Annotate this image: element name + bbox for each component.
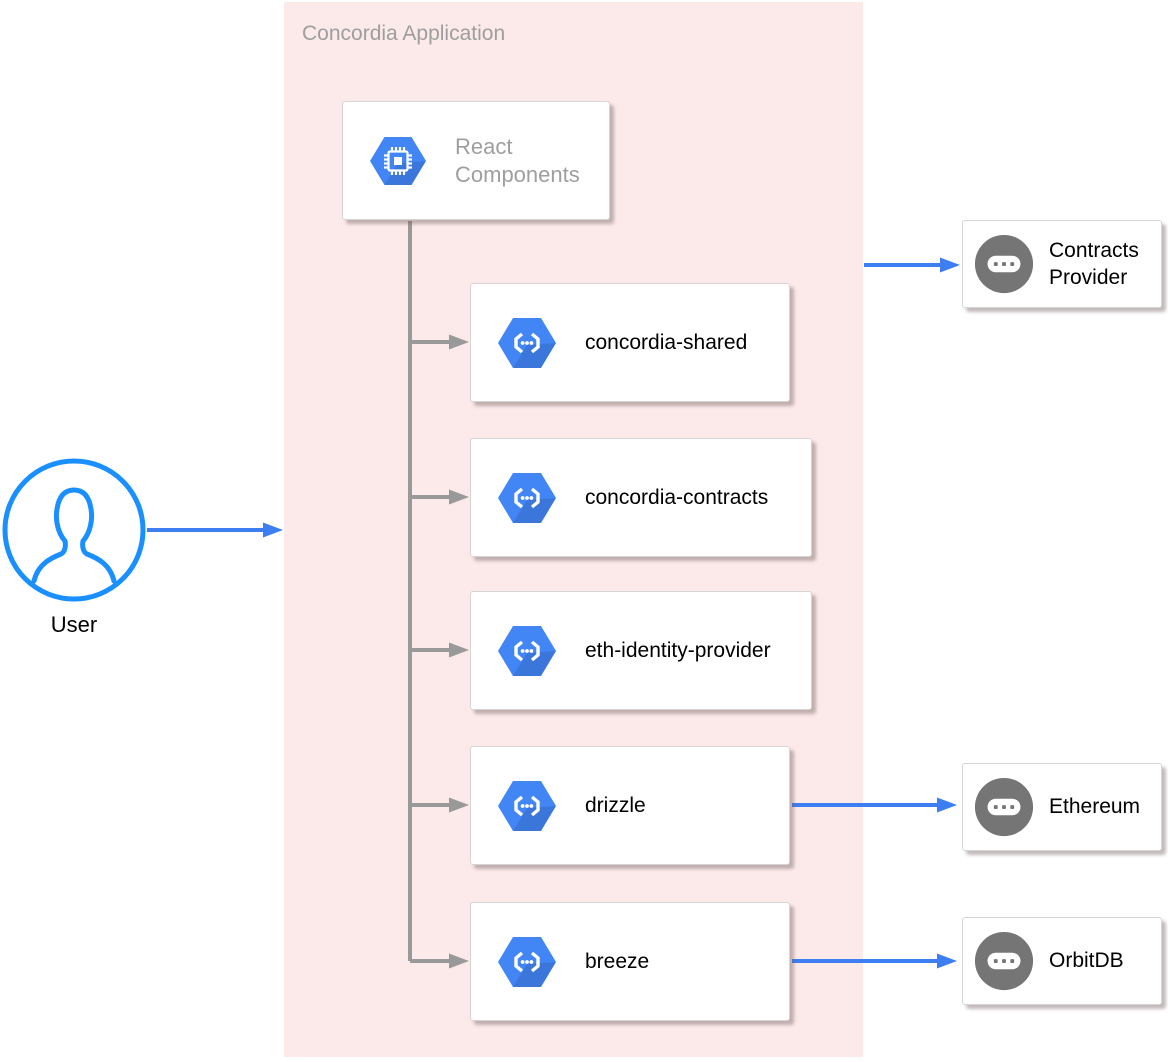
node-concordia-shared: concordia-shared [470,283,790,402]
code-module-icon [498,317,556,368]
node-label: eth-identity-provider [585,638,771,662]
node-label: concordia-contracts [585,485,769,509]
code-module-icon [498,625,556,676]
node-concordia-contracts: concordia-contracts [470,438,812,557]
chip-hexagon-icon [370,136,426,185]
node-label: OrbitDB [1049,949,1124,973]
group-title: Concordia Application [302,22,506,45]
service-ellipsis-icon [974,234,1034,294]
node-label: Ethereum [1049,795,1141,819]
node-ethereum: Ethereum [962,763,1162,851]
service-ellipsis-icon [974,777,1034,837]
node-react-components: React Components [342,101,610,220]
node-label: drizzle [585,793,646,817]
node-eth-identity-provider: eth-identity-provider [470,591,812,710]
code-module-icon [498,780,556,831]
node-label: React Components [455,133,580,187]
service-ellipsis-icon [974,931,1034,991]
node-label: Contracts Provider [1049,238,1139,289]
user-label: User [50,612,98,637]
node-orbitdb: OrbitDB [962,917,1162,1005]
code-module-icon [498,472,556,523]
node-breeze: breeze [470,902,790,1021]
node-contracts-provider: Contracts Provider [962,220,1162,308]
user-actor: User [1,457,147,638]
code-module-icon [498,936,556,987]
node-drizzle: drizzle [470,746,790,865]
node-label: concordia-shared [585,330,748,354]
user-icon [2,458,146,602]
node-label: breeze [585,949,650,973]
